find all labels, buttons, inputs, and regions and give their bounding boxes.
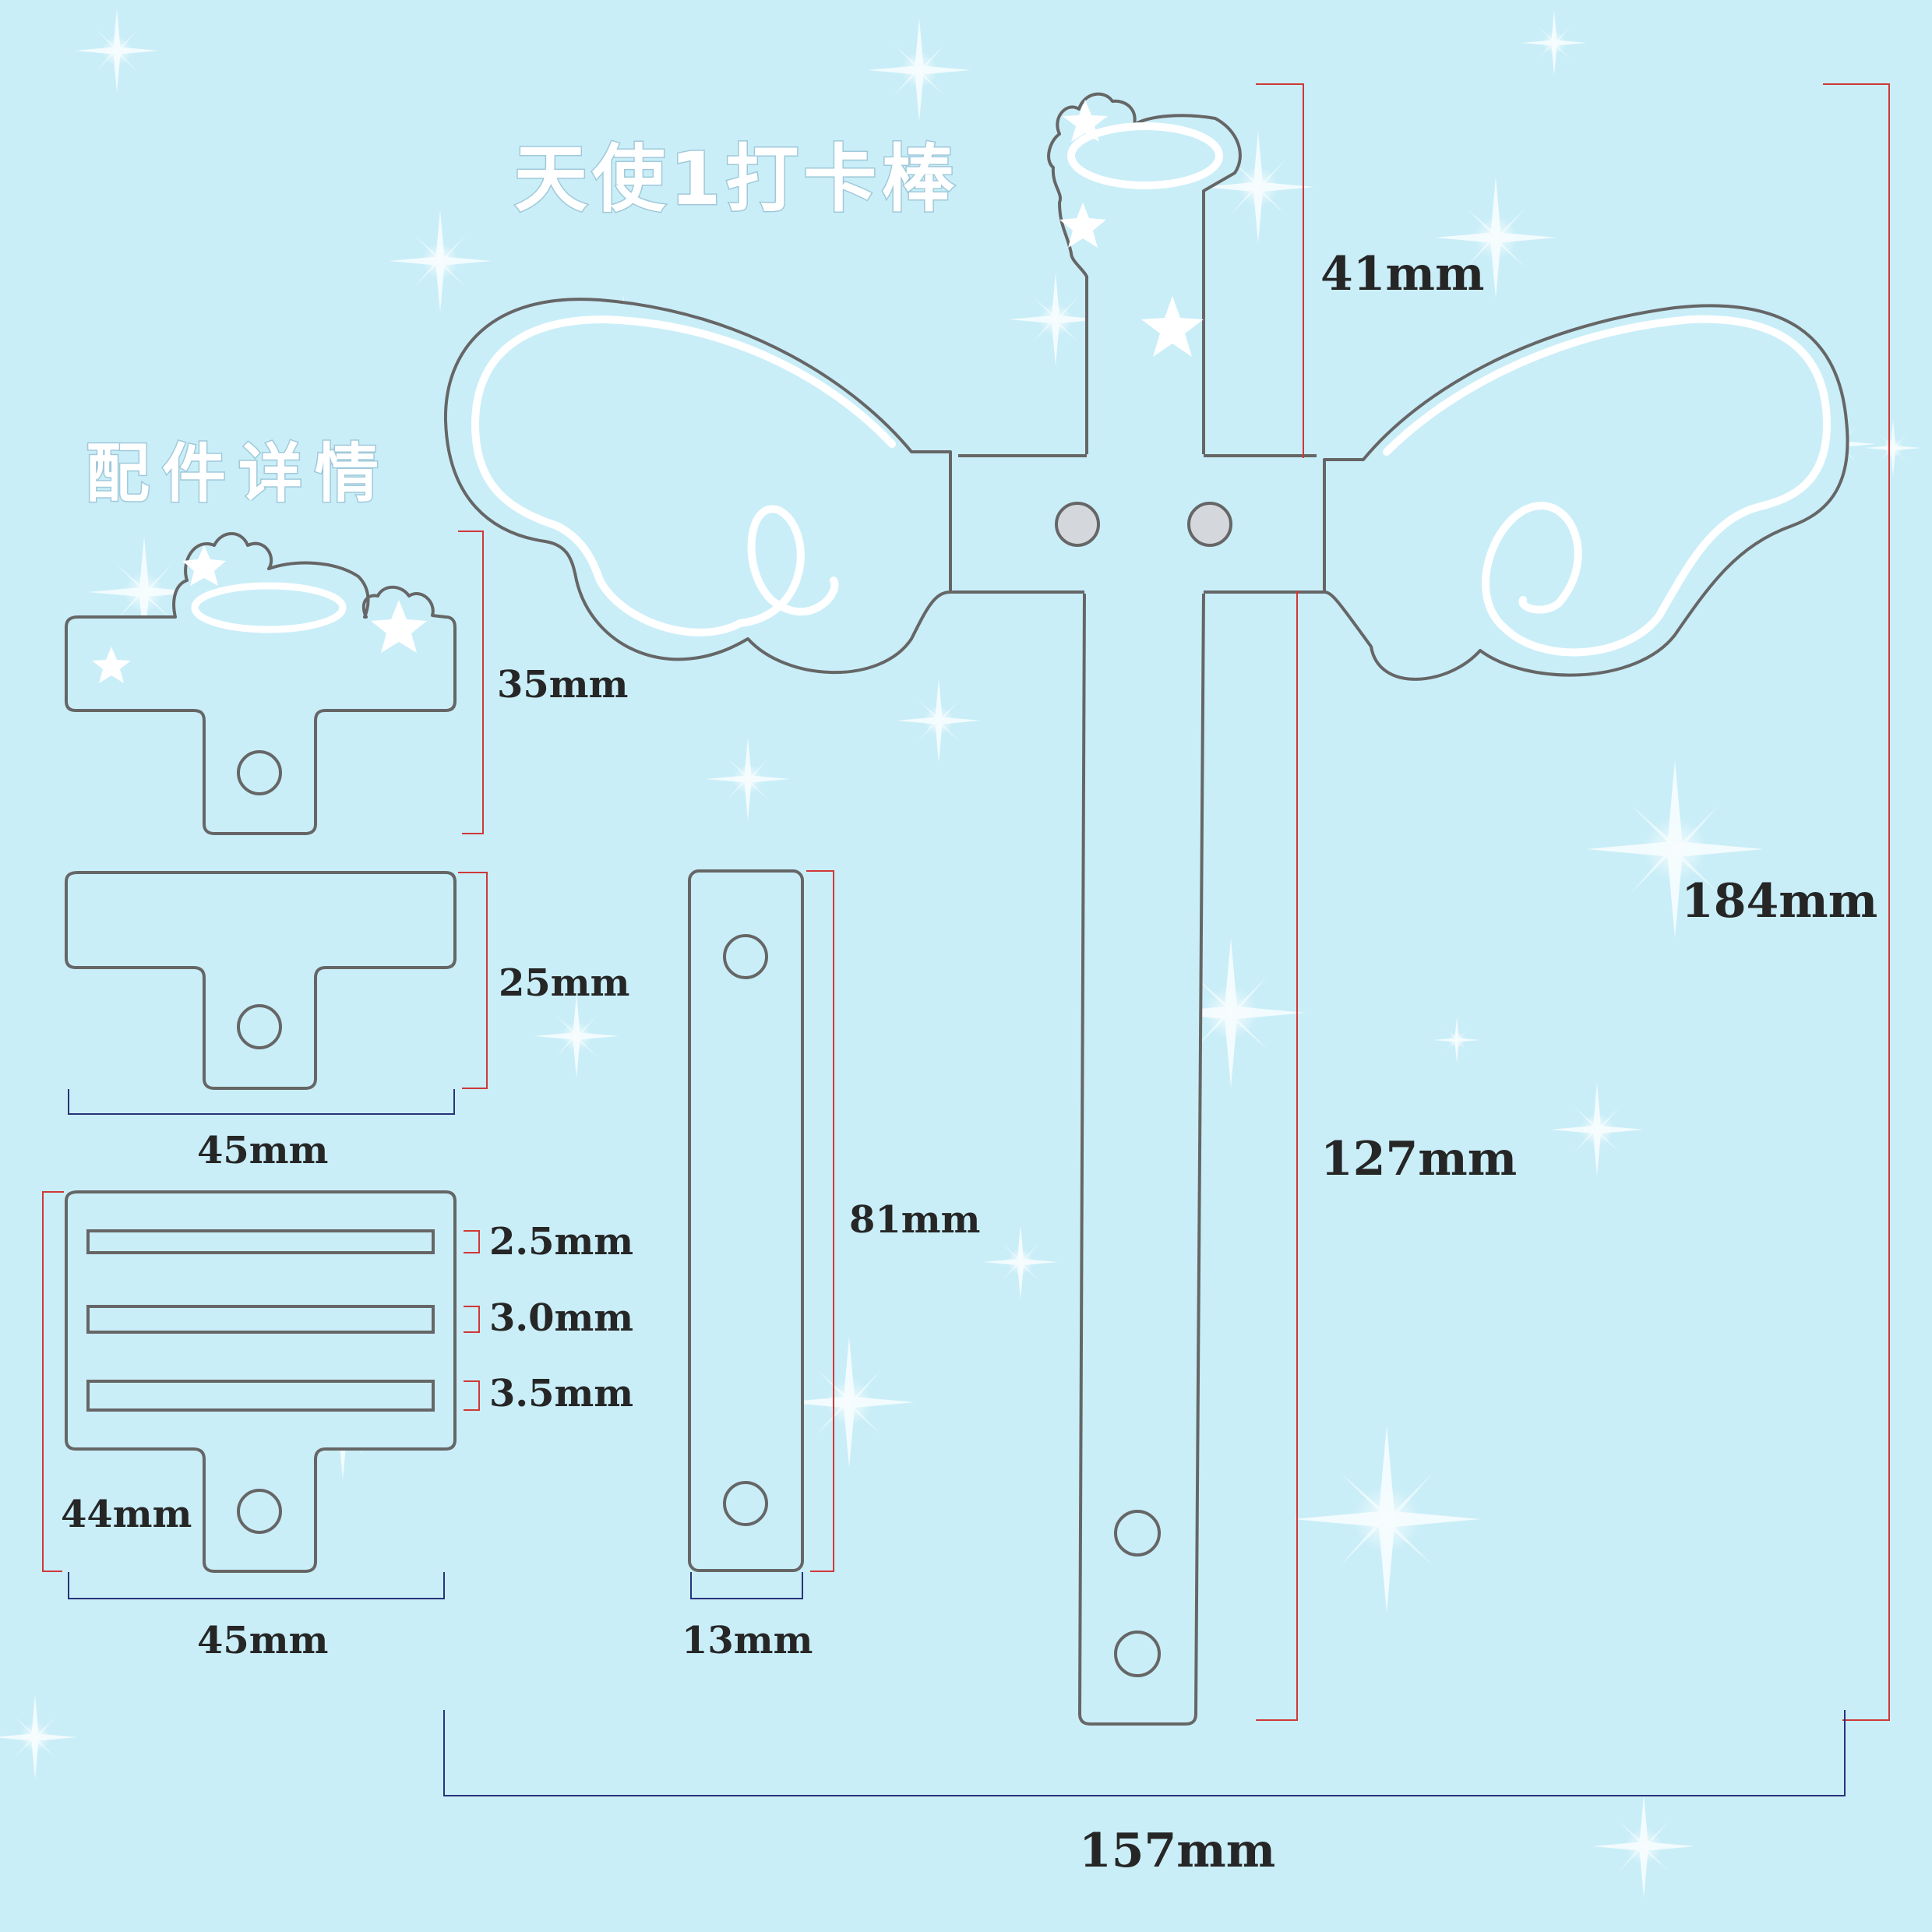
accessory-bar — [688, 869, 834, 1599]
accessory-t-clip-hole — [237, 1004, 282, 1049]
dim-total-width: 157mm — [1079, 1824, 1275, 1878]
dim-bar-height: 81mm — [849, 1198, 980, 1242]
accessory-bar-hole-top — [723, 934, 768, 979]
dim-slot-2: 3.0mm — [489, 1296, 633, 1340]
pin-right — [1187, 502, 1232, 547]
right-wing-inner — [1383, 315, 1831, 657]
dim-halo-top-height: 41mm — [1320, 247, 1484, 301]
left-wing-inner — [471, 316, 896, 636]
star-icon — [92, 647, 131, 683]
dim-stick-length: 127mm — [1320, 1132, 1517, 1186]
dim-accessory-c-height: 44mm — [61, 1493, 192, 1536]
stick-hole-1 — [1114, 1510, 1161, 1557]
stick-body — [957, 92, 1318, 1726]
dim-accessory-a-height: 35mm — [497, 663, 628, 707]
star-icon — [1059, 203, 1106, 248]
right-wing — [1323, 304, 1849, 681]
dim-accessory-width-2: 45mm — [197, 1619, 328, 1662]
pin-left — [1055, 502, 1100, 547]
dim-slot-3: 3.5mm — [489, 1372, 633, 1416]
accessory-halo — [191, 582, 347, 633]
accessory-halo-clip-hole — [237, 750, 282, 795]
accessory-slot-clip — [42, 1190, 480, 1599]
main-title: 天使1打卡棒 — [514, 137, 959, 222]
angel-stick — [443, 92, 1849, 1726]
top-halo — [1067, 122, 1223, 189]
star-icon — [182, 545, 226, 586]
accessory-bar-hole-bottom — [723, 1481, 768, 1526]
left-wing — [443, 298, 952, 675]
dim-accessory-b-height: 25mm — [499, 961, 629, 1005]
slot-1 — [86, 1229, 435, 1254]
star-icon — [1063, 100, 1108, 142]
accessory-slot-clip-hole — [237, 1489, 282, 1534]
dim-slot-1: 2.5mm — [489, 1220, 633, 1264]
slot-3 — [86, 1380, 435, 1412]
accessory-halo-clip — [65, 531, 484, 835]
main-dimension-lines — [443, 83, 1890, 1796]
star-icon — [371, 600, 427, 653]
dim-total-height: 184mm — [1681, 874, 1877, 929]
star-icon — [1141, 296, 1204, 357]
accessory-t-clip — [65, 871, 488, 1115]
dim-bar-width: 13mm — [682, 1619, 813, 1662]
slot-2 — [86, 1305, 435, 1334]
stick-hole-2 — [1114, 1631, 1161, 1677]
accessories-title: 配件详情 — [86, 437, 391, 511]
dim-accessory-width-1: 45mm — [197, 1129, 328, 1172]
